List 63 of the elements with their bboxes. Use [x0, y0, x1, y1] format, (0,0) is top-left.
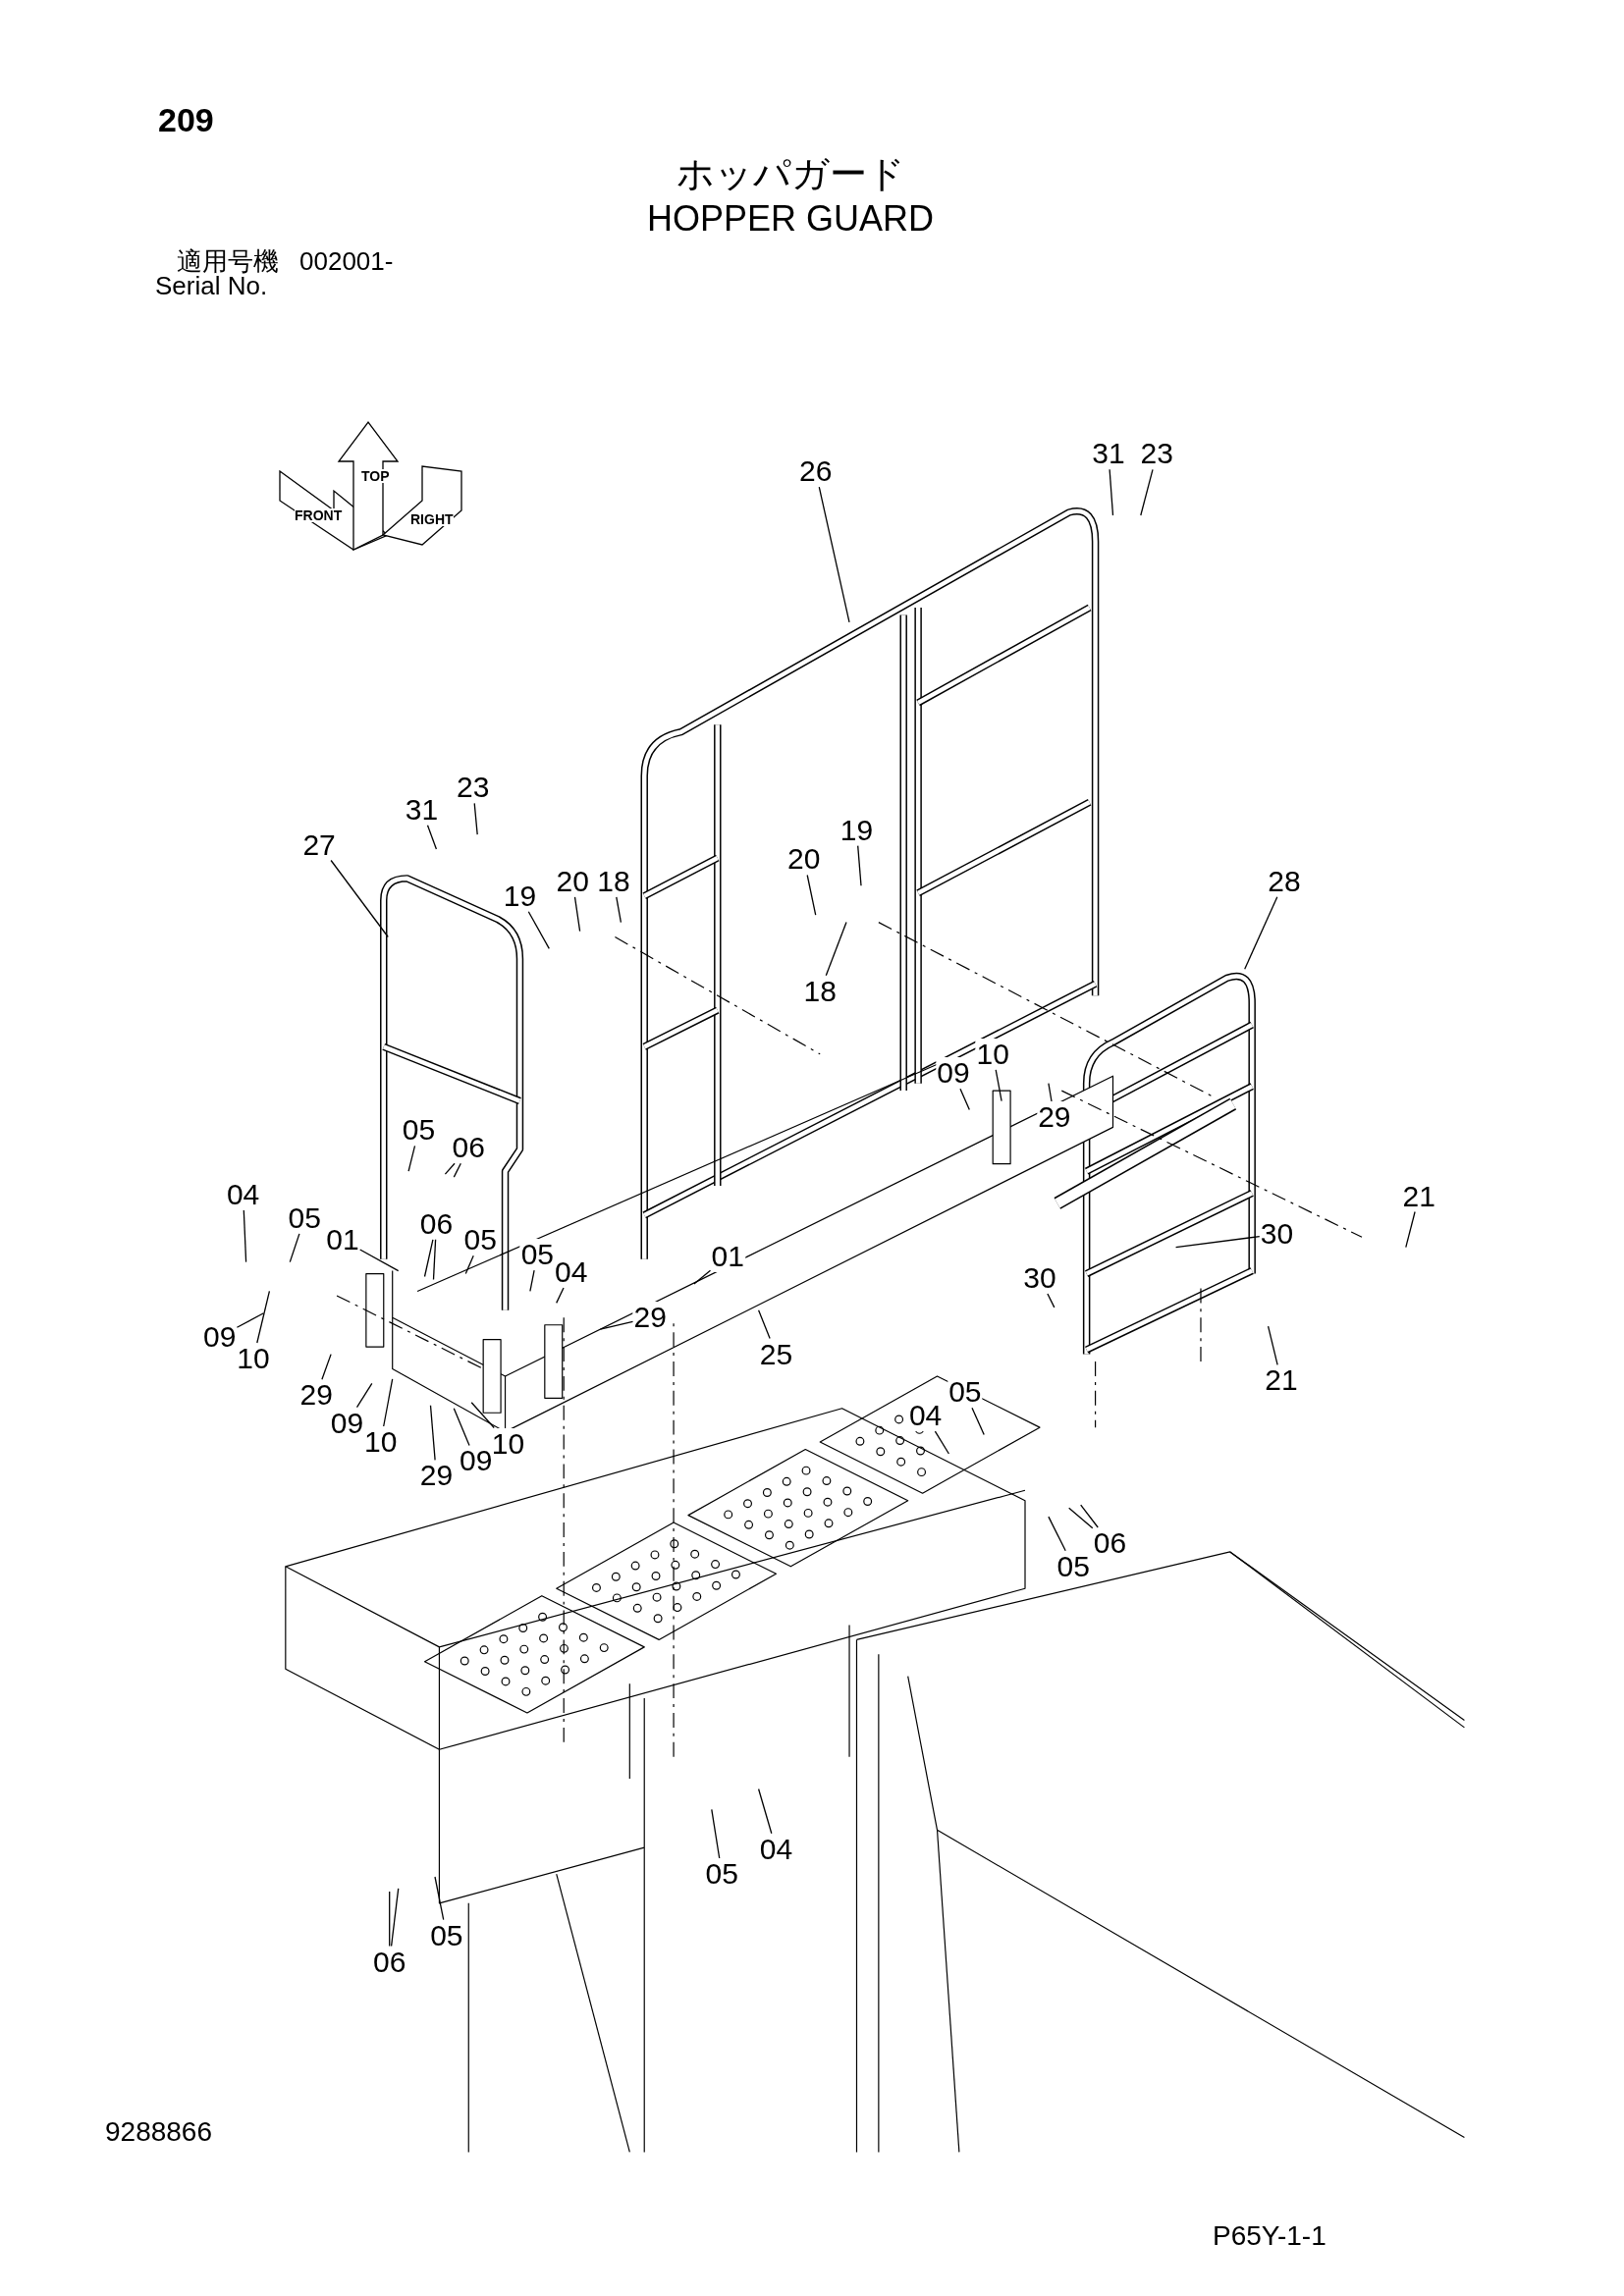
drawing-number: 9288866 [105, 2118, 212, 2146]
leader-line [527, 911, 550, 950]
leader-line [818, 486, 850, 623]
leader-line [1047, 1293, 1056, 1308]
leader-line [1267, 1325, 1278, 1366]
title-text: ホッパガード [676, 155, 905, 192]
leader-line [355, 1382, 373, 1409]
leader-line [236, 1312, 265, 1328]
leader-line [243, 1209, 247, 1263]
leader-line [1048, 1083, 1053, 1102]
leader-line [453, 1408, 470, 1447]
leader-line [289, 1233, 300, 1263]
leader-line [1174, 1235, 1261, 1249]
leader-line [407, 1145, 416, 1172]
leader-line [464, 1255, 474, 1275]
leader-line [693, 1269, 712, 1285]
leader-line [434, 1876, 445, 1921]
page-code: P65Y-1-1 [1213, 2222, 1326, 2250]
leader-line [556, 1287, 565, 1305]
leader-line [473, 802, 478, 835]
serial-label: 適用号機 [177, 248, 279, 274]
leader-line [432, 1239, 437, 1281]
leader-line [1244, 896, 1278, 970]
direction-label: FRONT [295, 508, 343, 522]
leader-line [429, 1405, 436, 1462]
leader-line [995, 1069, 1002, 1102]
leader-line [389, 1891, 391, 1948]
leader-line [1080, 1504, 1099, 1528]
leader-line [825, 921, 847, 977]
leader-line [1109, 468, 1114, 516]
leader-line [599, 1320, 634, 1330]
leader-line [757, 1309, 771, 1340]
serial-number: 002001- [299, 248, 394, 274]
leader-line [1048, 1516, 1066, 1552]
leader-line [359, 1249, 400, 1272]
leader-line [1068, 1507, 1094, 1529]
leader-line [444, 1162, 456, 1175]
leader-line [711, 1808, 721, 1859]
serial-label: Serial No. [155, 273, 268, 298]
title-text: HOPPER GUARD [647, 201, 934, 237]
leader-line [426, 825, 438, 850]
leader-line [423, 1239, 434, 1278]
leader-line [383, 1378, 394, 1427]
direction-label: RIGHT [410, 512, 454, 526]
page-number: 209 [158, 103, 214, 136]
leader-line [330, 859, 389, 938]
leader-line [529, 1269, 535, 1293]
direction-label: TOP [361, 469, 390, 483]
leader-line [390, 1888, 400, 1948]
leader-line [573, 896, 581, 933]
leader-line [470, 1402, 495, 1429]
leader-line [857, 844, 862, 886]
leader-line [806, 874, 817, 916]
leader-line [256, 1290, 271, 1344]
leader-line [616, 896, 623, 924]
leader-line [959, 1088, 970, 1111]
leader-line [971, 1407, 985, 1436]
leader-line [453, 1162, 461, 1178]
leader-line [321, 1353, 332, 1380]
leader-line [757, 1788, 773, 1835]
leader-line [934, 1430, 950, 1455]
leader-line [1140, 468, 1154, 516]
leader-line [1405, 1210, 1416, 1249]
